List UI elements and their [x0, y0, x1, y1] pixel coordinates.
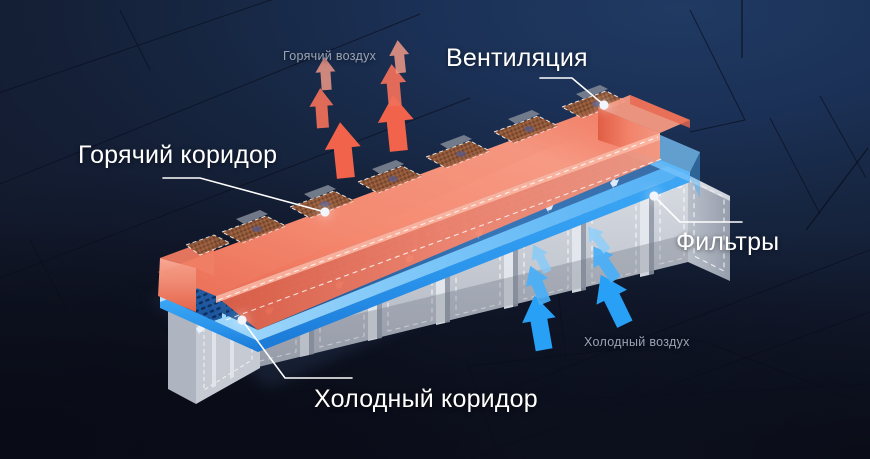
cold-air-arrows	[522, 226, 633, 352]
label-hot-aisle: Горячий коридор	[78, 141, 278, 169]
hot-aisle-rack-backs	[184, 90, 628, 256]
hot-air-arrows	[309, 40, 414, 179]
callout-leaders	[162, 77, 743, 379]
hot-aisle-structure	[158, 85, 690, 330]
label-ventilation: Вентиляция	[446, 44, 588, 72]
label-hot-air: Горячий воздух	[283, 49, 377, 63]
label-filters: Фильтры	[676, 228, 780, 256]
label-cold-aisle: Холодный коридор	[314, 385, 538, 413]
callout-dots	[234, 97, 662, 328]
label-cold-air: Холодный воздух	[584, 335, 690, 349]
container-right-end-cap	[688, 175, 730, 281]
